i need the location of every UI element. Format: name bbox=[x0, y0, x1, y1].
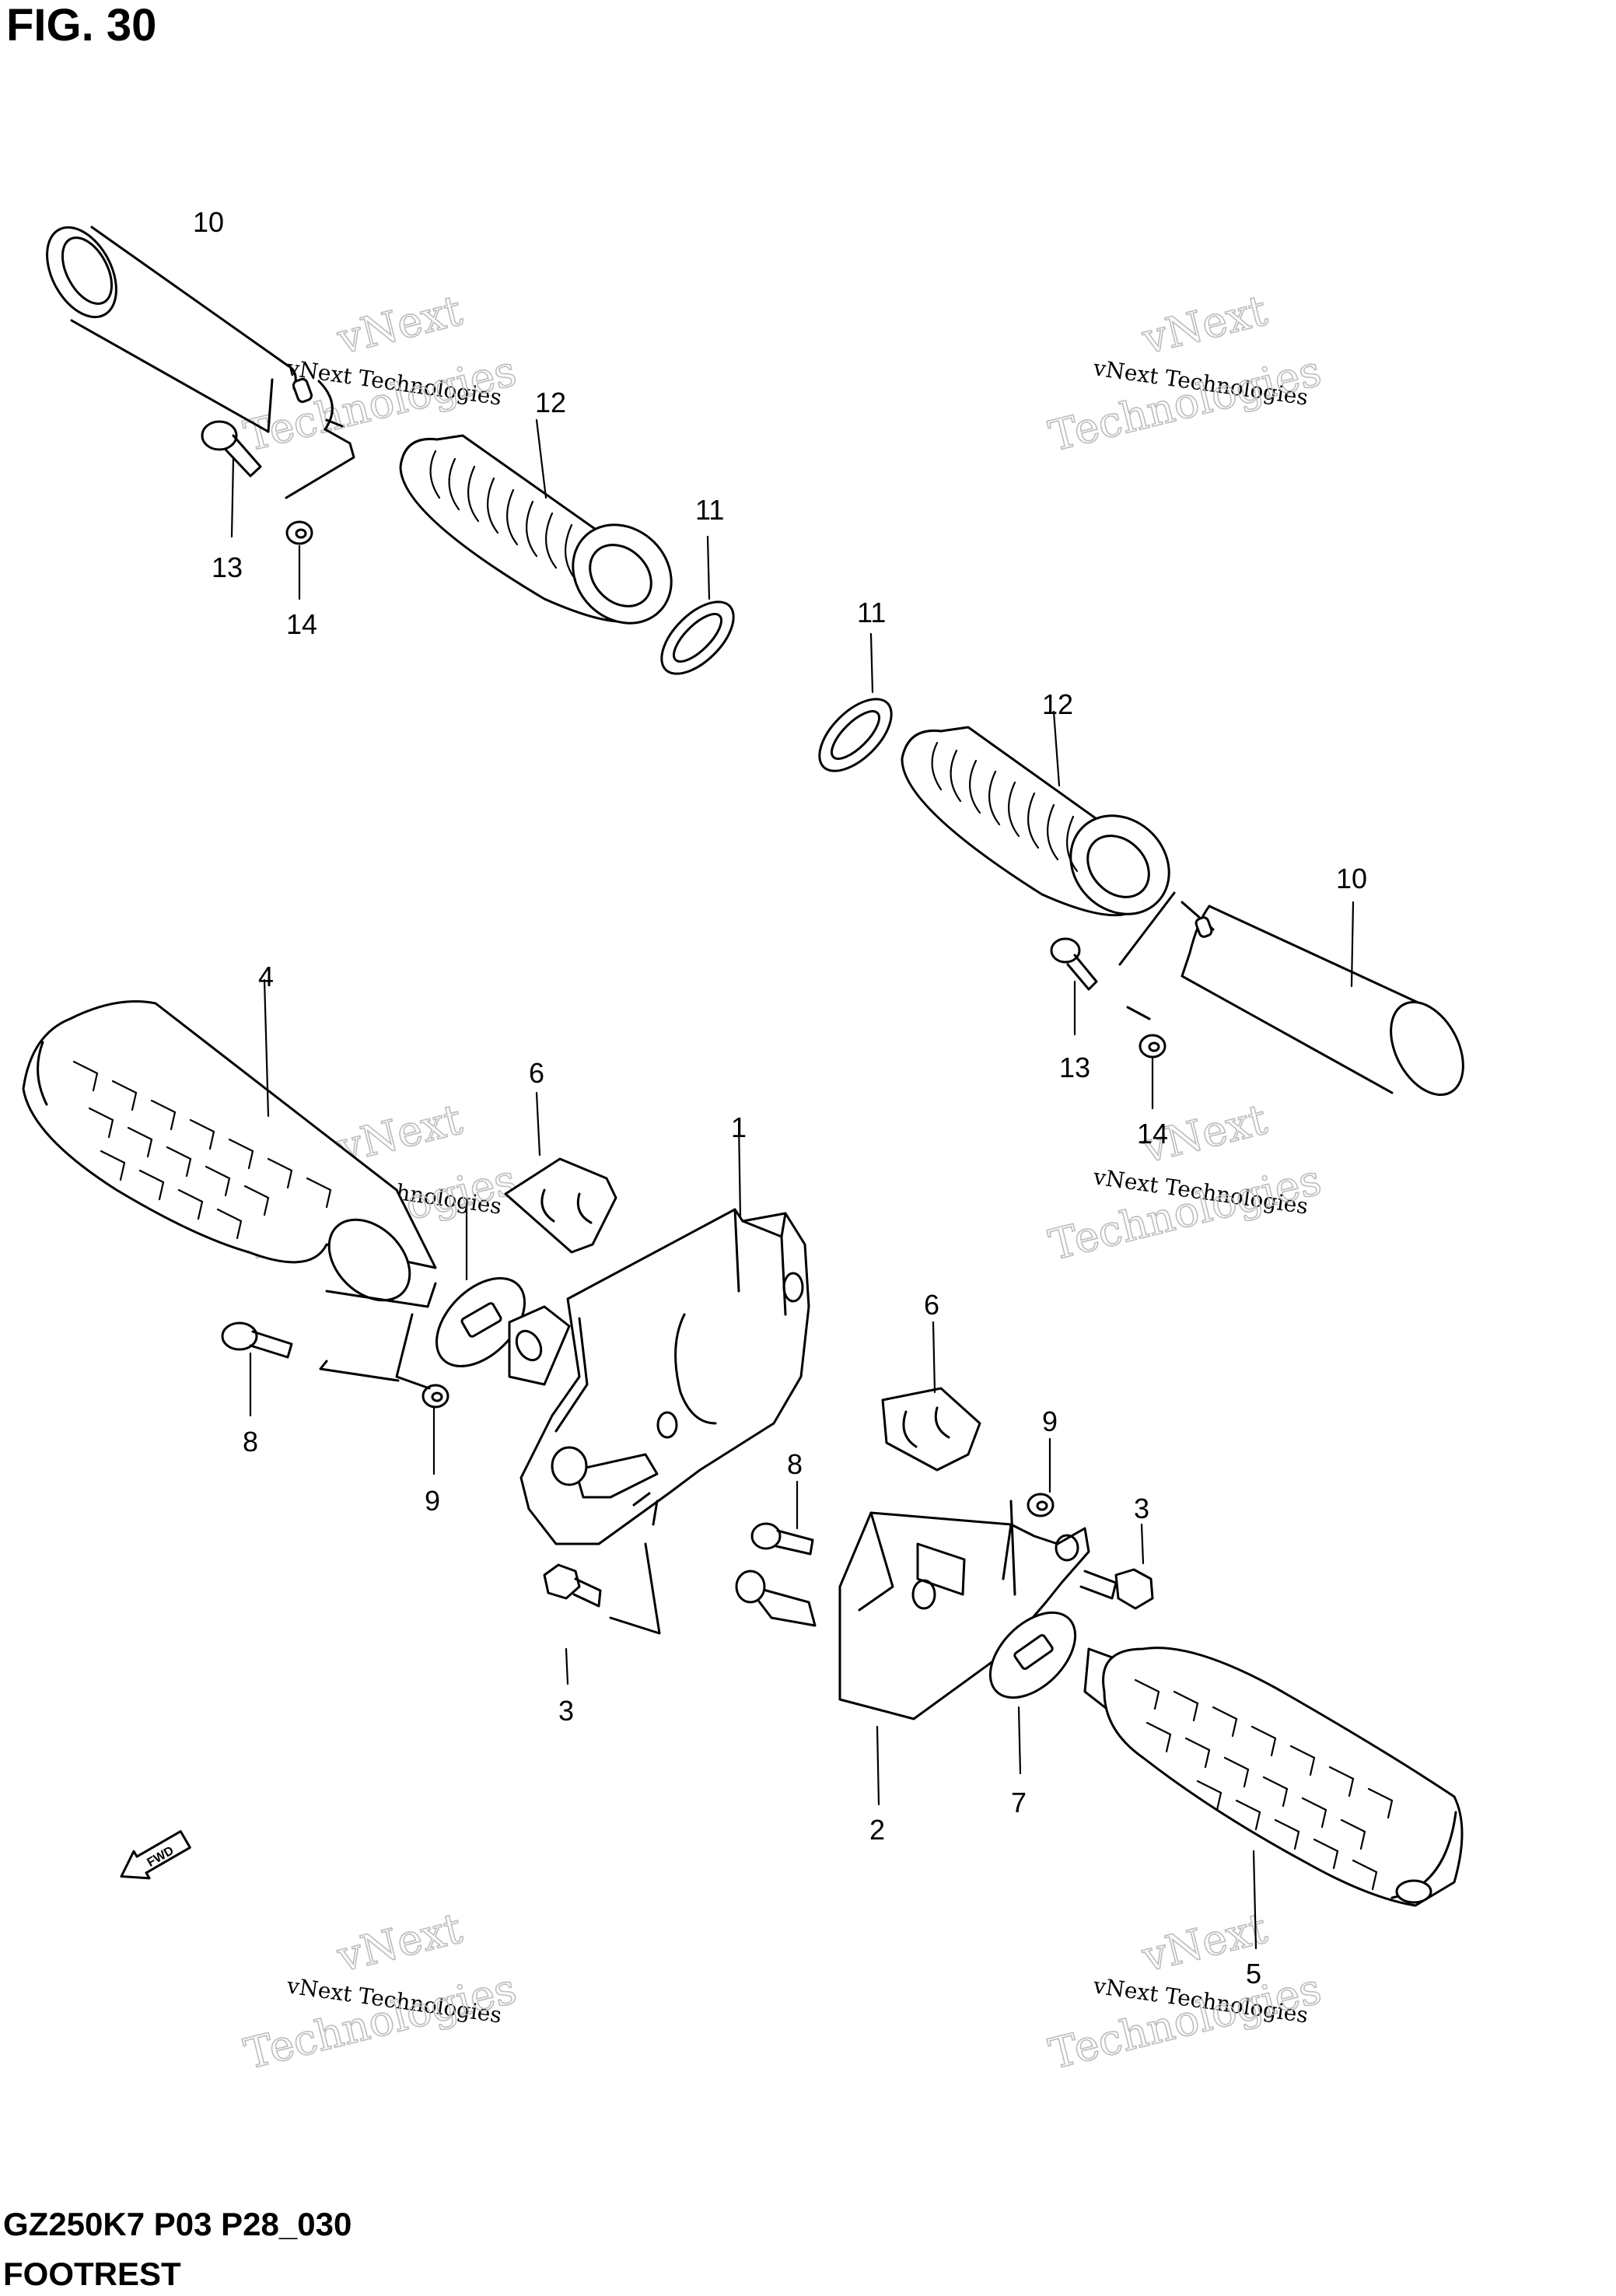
watermark-bottom-left: vNext vNext Technologies Technologies bbox=[239, 1902, 522, 2079]
callout-3-right: 3 bbox=[1134, 1493, 1149, 1524]
callout-8-right: 8 bbox=[787, 1448, 803, 1480]
watermark-bottom-right: vNext vNext Technologies Technologies bbox=[1044, 1902, 1327, 2079]
part-8-clevis-pin-right bbox=[750, 1480, 814, 1556]
callout-2: 2 bbox=[869, 1814, 885, 1846]
section-name: FOOTREST bbox=[3, 2256, 181, 2292]
part-3-bolt-left bbox=[543, 1563, 602, 1685]
part-6-spring-right bbox=[881, 1321, 981, 1472]
part-10-bracket-left bbox=[285, 380, 355, 499]
fwd-direction-arrow: FWD bbox=[120, 1830, 191, 1880]
part-12-footrest-rubber-right bbox=[901, 710, 1170, 917]
part-10-footrest-bar-right bbox=[1118, 891, 1464, 1097]
watermark-vnext: vNext bbox=[1137, 285, 1272, 364]
watermark-top-right: vNext vNext Technologies Technologies bbox=[1044, 285, 1327, 461]
callout-12-upper-left: 12 bbox=[535, 387, 566, 418]
callout-7: 7 bbox=[1011, 1787, 1027, 1818]
callout-9-right: 9 bbox=[1042, 1405, 1058, 1437]
callout-13-upper-left: 13 bbox=[212, 551, 243, 583]
figure-title: FIG. 30 bbox=[6, 0, 156, 51]
callout-labels: 10 12 13 14 11 11 12 10 13 14 4 6 1 8 9 … bbox=[193, 206, 1367, 1990]
watermark-vnext: vNext bbox=[332, 285, 467, 364]
watermark-technologies: Technologies bbox=[1044, 1155, 1326, 1270]
watermark-technologies: Technologies bbox=[1044, 346, 1326, 461]
callout-14-upper-right: 14 bbox=[1137, 1118, 1168, 1150]
callout-9-left: 9 bbox=[425, 1485, 440, 1517]
watermark-top-left: vNext vNext Technologies Technologies bbox=[239, 285, 522, 461]
part-11-washer-left bbox=[660, 535, 735, 675]
part-12-footrest-rubber-left bbox=[399, 418, 673, 625]
watermark-vnext: vNext bbox=[332, 1903, 467, 1982]
part-4-footrest-rubber bbox=[22, 978, 437, 1308]
part-8-clevis-pin-left bbox=[221, 1321, 400, 1417]
watermark-technologies: Technologies bbox=[240, 346, 521, 461]
part-10-footrest-bar-left bbox=[46, 226, 313, 433]
part-13-clevis-pin-left bbox=[201, 420, 262, 538]
callout-11-upper-right: 11 bbox=[857, 597, 886, 628]
part-9-cotter-pin-right bbox=[1027, 1437, 1055, 1517]
part-7-washer-left bbox=[435, 1204, 526, 1368]
part-9-cotter-pin-left bbox=[395, 1313, 449, 1475]
watermark-mid-right: vNext vNext Technologies Technologies bbox=[1044, 1094, 1327, 1270]
part-6-spring-clip-left bbox=[508, 1305, 571, 1386]
callout-8-left: 8 bbox=[243, 1426, 258, 1458]
part-6-spring-left bbox=[504, 1091, 617, 1254]
callout-1: 1 bbox=[731, 1111, 747, 1143]
part-2-footrest-bracket bbox=[735, 1500, 1090, 1806]
callout-6-right: 6 bbox=[924, 1289, 939, 1321]
model-code: GZ250K7 P03 P28_030 bbox=[3, 2206, 352, 2242]
callout-4: 4 bbox=[258, 961, 274, 992]
callout-10-upper-left: 10 bbox=[193, 206, 224, 238]
part-7-washer-right bbox=[988, 1611, 1077, 1775]
part-13-clevis-pin-right bbox=[1050, 937, 1098, 1036]
watermark-technologies: Technologies bbox=[1044, 1964, 1326, 2079]
callout-5: 5 bbox=[1246, 1958, 1261, 1990]
watermark-technologies: Technologies bbox=[240, 1964, 521, 2079]
part-11-washer-right bbox=[818, 632, 893, 772]
part-14-cotter-pin-right bbox=[1139, 1034, 1167, 1110]
callout-10-upper-right: 10 bbox=[1336, 863, 1367, 894]
callout-11-upper-left: 11 bbox=[695, 494, 724, 526]
callout-12-upper-right: 12 bbox=[1042, 688, 1073, 720]
part-5-footrest-rubber bbox=[1083, 1647, 1464, 1950]
part-1-footrest-bracket bbox=[519, 1122, 810, 1635]
callout-3-left: 3 bbox=[558, 1695, 574, 1727]
part-3-bolt-right bbox=[1079, 1523, 1154, 1610]
part-14-cotter-pin-left bbox=[285, 520, 313, 600]
callout-6-left: 6 bbox=[529, 1057, 544, 1089]
callout-14-upper-left: 14 bbox=[286, 608, 317, 640]
callout-13-upper-right: 13 bbox=[1059, 1052, 1090, 1083]
